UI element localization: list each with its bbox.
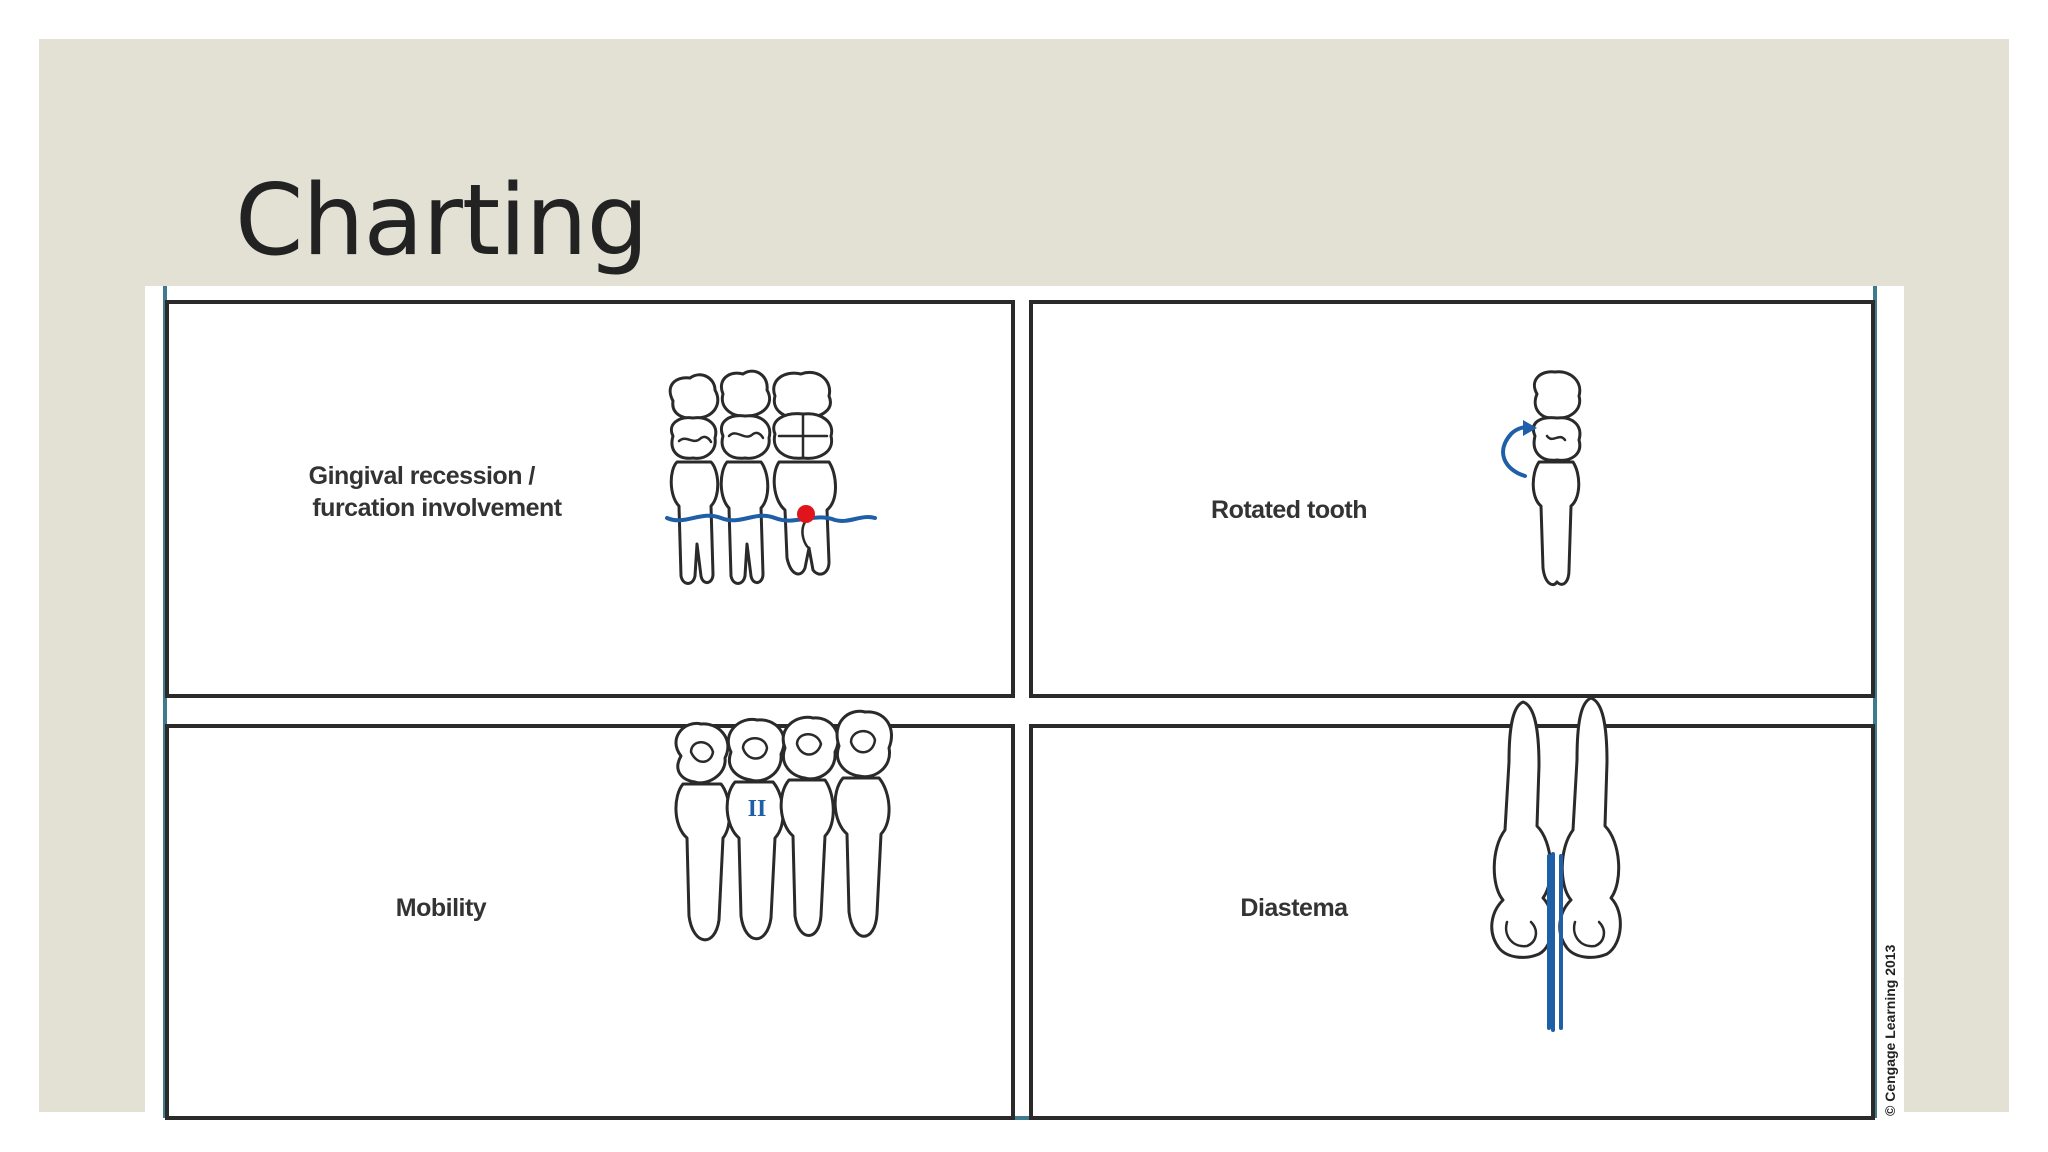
tooth-incisal [726, 717, 786, 783]
tooth-crown-occlusal [668, 373, 720, 420]
tooth-incisal-detail [741, 737, 769, 760]
gingival-recession-illustration [665, 369, 877, 585]
panel-label-gingival-line-1: Gingival recession / [309, 462, 536, 490]
tooth-groove [777, 412, 829, 460]
molar-tooth [669, 460, 720, 585]
tooth-crown-occlusal [670, 416, 718, 460]
tooth-groove [677, 435, 713, 444]
tooth-crown-occlusal [772, 371, 832, 420]
panel-label-mobility: Mobility [396, 894, 487, 922]
tooth-incisal-detail [795, 733, 823, 756]
mobility-illustration: II [674, 709, 893, 942]
furcation-line [801, 520, 811, 550]
tooth-incisal [835, 709, 893, 779]
diastema-right-tooth [1558, 696, 1622, 959]
rotated-tooth-illustration [1501, 370, 1582, 587]
panel-label-gingival-line-2: furcation involvement [312, 494, 562, 522]
tooth-root [1531, 460, 1581, 587]
charting-figure-svg: Gingival recession / furcation involveme… [163, 286, 1898, 1120]
mobility-grade: II [748, 796, 767, 822]
molar-tooth [719, 460, 770, 585]
panel-label-rotated: Rotated tooth [1211, 496, 1367, 524]
mobility-tooth [833, 776, 891, 938]
rotation-groove [1545, 434, 1567, 442]
panel-frame-rotated [1029, 300, 1875, 698]
diastema-left-tooth [1490, 700, 1554, 959]
slide-title: Charting [235, 164, 649, 278]
tooth-crown-occlusal [720, 369, 771, 418]
tooth-groove [727, 431, 765, 440]
rotation-arrow [1501, 425, 1533, 478]
charting-figure: Gingival recession / furcation involveme… [145, 286, 1904, 1122]
tooth-crown-occlusal [1532, 370, 1582, 420]
mobility-tooth [779, 778, 835, 937]
panel-frame-mobility [165, 724, 1015, 1120]
tooth-incisal-detail [1504, 920, 1538, 948]
tooth-incisal-detail [1572, 920, 1606, 948]
furcation-marker [797, 505, 815, 523]
gum-line [665, 513, 877, 523]
panel-frame-gingival [165, 300, 1015, 698]
copyright-notice: © Cengage Learning 2013 [1882, 944, 1898, 1116]
tooth-incisal-detail [689, 741, 715, 763]
diastema-illustration [1490, 696, 1622, 1032]
rotation-arrowhead [1523, 420, 1537, 436]
tooth-incisal [674, 721, 730, 785]
panel-label-gingival: Gingival recession / furcation involveme… [309, 462, 563, 522]
mobility-tooth [674, 782, 731, 942]
panel-label-diastema: Diastema [1240, 894, 1349, 922]
panel-frame-diastema [1029, 724, 1875, 1120]
tooth-incisal-detail [849, 730, 877, 754]
tooth-incisal [781, 715, 840, 781]
